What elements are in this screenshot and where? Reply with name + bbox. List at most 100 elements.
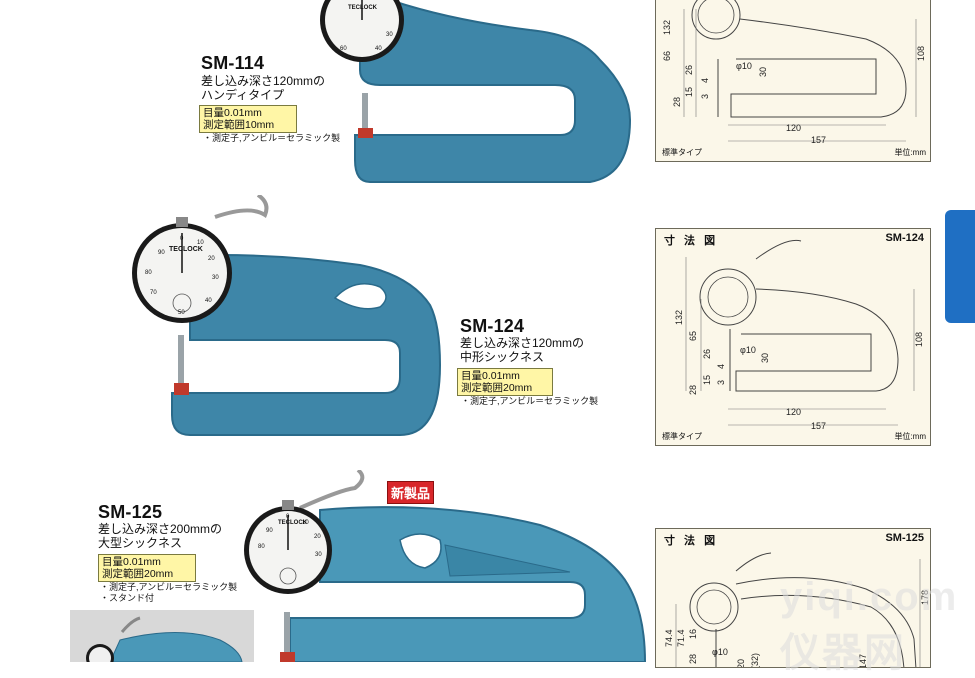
sm125-dial-tick-80: 80 <box>258 544 265 550</box>
sm124-dial-tick-30: 30 <box>212 275 219 281</box>
sm124-dim-30: 30 <box>760 353 770 363</box>
sm124-desc-line1: 差し込み深さ120mmの <box>460 336 585 350</box>
sm124-dim-28: 28 <box>688 385 698 395</box>
section-side-tab[interactable] <box>945 210 975 323</box>
sm124-drawing-lines: 132 65 26 4 15 3 28 φ10 30 108 120 157 <box>674 239 924 431</box>
sm114-dim-108: 108 <box>916 46 926 61</box>
sm114-dim-120: 120 <box>786 123 801 133</box>
sm124-drawing-model: SM-124 <box>885 232 924 244</box>
sm114-dial-tick-30: 30 <box>386 32 393 38</box>
sm125-spec-box: 目量0.01mm 測定範囲20mm <box>98 554 196 582</box>
sm124-dim-120: 120 <box>786 407 801 417</box>
sm125-note-2: ・スタンド付 <box>100 593 155 603</box>
sm114-desc-line2: ハンディタイプ <box>201 88 285 102</box>
sm114-desc-line1: 差し込み深さ120mmの <box>201 74 326 88</box>
sm114-drawing-lines: 132 66 26 4 15 3 28 φ10 30 108 120 157 <box>662 0 926 145</box>
sm125-dim-147: 147 <box>858 654 868 668</box>
sm124-dim-4: 4 <box>716 364 726 369</box>
sm125-dial-tick-0: 0 <box>286 514 290 520</box>
sm114-dim-phi10: φ10 <box>736 61 752 71</box>
sm114-model-title: SM-114 <box>201 53 265 73</box>
sm124-model-title: SM-124 <box>460 316 525 336</box>
sm125-dim-16: 16 <box>688 629 698 639</box>
sm114-dim-28: 28 <box>672 97 682 107</box>
sm124-dial-tick-40: 40 <box>205 298 212 304</box>
sm125-dim-178: 178 <box>920 590 930 605</box>
sm114-note: ・測定子,アンビル＝セラミック製 <box>203 133 341 143</box>
sm124-description: 差し込み深さ120mmの 中形シックネス <box>460 336 584 364</box>
sm125-drawing-model: SM-125 <box>885 532 924 544</box>
sm124-dimension-drawing: 寸 法 図 SM-124 132 65 26 4 15 3 28 φ10 30 … <box>655 228 931 446</box>
sm124-dial-tick-90: 90 <box>158 250 165 256</box>
sm124-dial-brand: TECLOCK <box>169 246 203 253</box>
sm114-spec-line1: 目量0.01mm <box>203 107 262 119</box>
sm124-dim-15: 15 <box>702 375 712 385</box>
sm125-dim-32: (32) <box>750 653 760 668</box>
sm124-dial-tick-80: 80 <box>145 270 152 276</box>
sm125-dim-20: 20 <box>736 659 746 668</box>
sm124-dim-132: 132 <box>674 310 684 325</box>
sm125-desc-line1: 差し込み深さ200mmの <box>98 522 223 536</box>
sm114-dim-30: 30 <box>758 67 768 77</box>
sm125-dial-brand: TECLOCK <box>278 520 307 526</box>
sm114-drawing-standard: 標準タイプ <box>662 148 702 157</box>
sm114-spec-line2: 測定範囲10mm <box>203 119 275 131</box>
sm124-dim-65: 65 <box>688 331 698 341</box>
sm124-dim-108: 108 <box>914 332 924 347</box>
sm114-dim-26: 26 <box>684 65 694 75</box>
sm125-drawing-title: 寸 法 図 <box>664 535 719 547</box>
sm125-note-1: ・測定子,アンビル＝セラミック製 <box>100 582 238 592</box>
sm124-desc-line2: 中形シックネス <box>460 350 545 364</box>
sm114-dim-4: 4 <box>700 78 710 83</box>
sm124-dim-phi10: φ10 <box>740 345 756 355</box>
sm125-dim-28: 28 <box>688 654 698 664</box>
sm114-dim-132: 132 <box>662 20 672 35</box>
sm124-drawing-standard: 標準タイプ <box>662 432 702 441</box>
sm125-stand-photo-art <box>86 616 243 662</box>
new-product-badge: 新製品 <box>387 481 435 504</box>
sm124-spec-line2: 測定範囲20mm <box>461 382 533 394</box>
sm125-description: 差し込み深さ200mmの 大型シックネス <box>98 522 222 550</box>
sm124-note: ・測定子,アンビル＝セラミック製 <box>461 396 599 406</box>
sm114-description: 差し込み深さ120mmの ハンディタイプ <box>201 74 325 102</box>
sm114-dim-66: 66 <box>662 51 672 61</box>
sm125-notes: ・測定子,アンビル＝セラミック製 ・スタンド付 <box>100 582 237 604</box>
sm124-spec-line1: 目量0.01mm <box>461 370 520 382</box>
sm125-dial-tick-20: 20 <box>314 534 321 540</box>
sm114-dimension-drawing: 132 66 26 4 15 3 28 φ10 30 108 120 157 標… <box>655 0 931 162</box>
sm114-dial-tick-40: 40 <box>375 46 382 52</box>
sm125-gauge-illustration <box>244 470 647 662</box>
sm125-dim-74-4: 74.4 <box>664 629 674 647</box>
sm124-dial-tick-10: 10 <box>197 240 204 246</box>
sm124-dial-tick-20: 20 <box>208 256 215 262</box>
sm125-dim-71-4: 71.4 <box>676 629 686 647</box>
sm125-dial-tick-10: 10 <box>302 520 309 526</box>
sm114-dim-157: 157 <box>811 135 826 145</box>
sm114-dial-tick-60: 60 <box>340 46 347 52</box>
sm124-dial-tick-70: 70 <box>150 290 157 296</box>
sm125-spec-line1: 目量0.01mm <box>102 556 161 568</box>
site-watermark: yiqi.com 仪器网 <box>780 575 959 675</box>
sm125-stand-photo <box>70 610 254 662</box>
sm124-gauge-illustration <box>132 195 442 436</box>
sm124-spec-box: 目量0.01mm 測定範囲20mm <box>457 368 553 396</box>
sm124-drawing-title: 寸 法 図 <box>664 235 719 247</box>
sm124-dial-tick-50: 50 <box>178 310 185 316</box>
sm125-desc-line2: 大型シックネス <box>98 536 183 550</box>
sm114-dial-brand: TECLOCK <box>348 5 377 11</box>
sm125-spec-line2: 測定範囲20mm <box>102 568 174 580</box>
sm125-dial-tick-30: 30 <box>315 552 322 558</box>
sm114-gauge-illustration <box>320 0 632 183</box>
sm114-dim-15: 15 <box>684 87 694 97</box>
sm114-drawing-unit: 単位:mm <box>894 148 926 157</box>
sm124-dial-tick-0: 0 <box>180 236 184 242</box>
sm124-dim-157: 157 <box>811 421 826 431</box>
sm114-spec-box: 目量0.01mm 測定範囲10mm <box>199 105 297 133</box>
sm124-dim-3: 3 <box>716 380 726 385</box>
sm125-dimension-drawing: 寸 法 図 SM-125 74.4 71.4 16 28 φ10 20 (32)… <box>655 528 931 668</box>
sm125-model-title: SM-125 <box>98 502 163 522</box>
sm124-drawing-unit: 単位:mm <box>894 432 926 441</box>
sm114-dim-3: 3 <box>700 94 710 99</box>
sm125-dim-phi10: φ10 <box>712 647 728 657</box>
sm124-dim-26: 26 <box>702 349 712 359</box>
